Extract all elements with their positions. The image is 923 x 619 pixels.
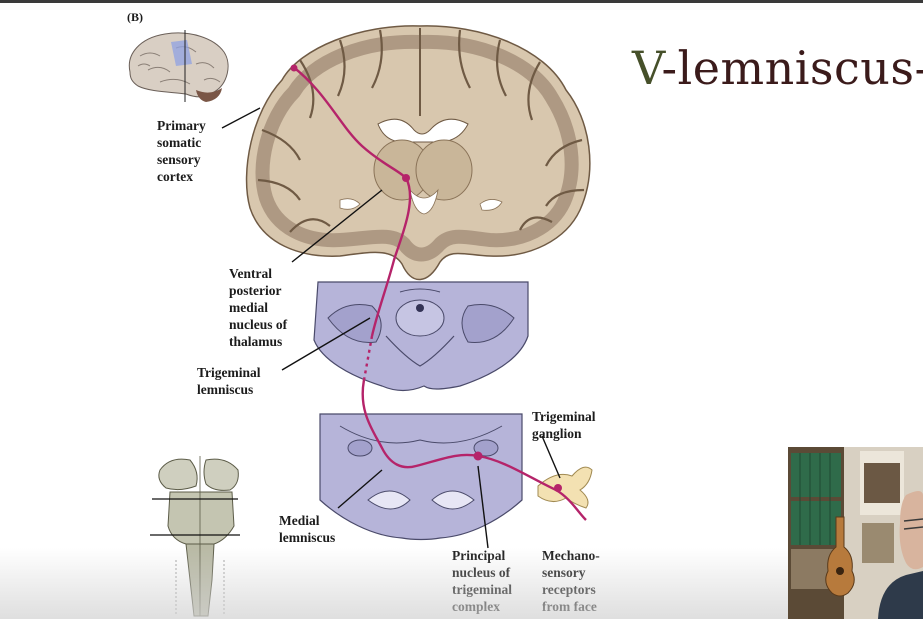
pathway-dashed-segment	[362, 335, 374, 381]
label-trigeminal-lemniscus: Trigeminal lemniscus	[197, 365, 264, 397]
label-trigeminal-ganglion: Trigeminal ganglion	[532, 409, 599, 441]
upper-brainstem-section	[313, 281, 529, 392]
slide-title-rest: -lemniscus-	[661, 41, 923, 95]
pathway-figure: (B)	[127, 10, 603, 617]
trigeminal-lemniscus-pathway	[361, 379, 587, 521]
top-border	[0, 0, 923, 3]
brainstem-thumbnail	[150, 456, 240, 617]
label-principal-nucleus: Principal nucleus of trigeminal complex	[452, 548, 515, 614]
label-primary-somatic-sensory-cortex: Primary somatic sensory cortex	[157, 118, 209, 184]
principal-nucleus-dot	[474, 452, 482, 460]
brain-thumbnail	[128, 30, 229, 102]
webcam-scene	[788, 447, 923, 619]
label-vpm-thalamus: Ventral posterior medial nucleus of thal…	[229, 266, 291, 349]
leader-lines	[221, 107, 561, 549]
trigeminal-ganglion	[537, 466, 593, 509]
label-medial-lemniscus: Medial lemniscus	[279, 513, 335, 545]
slide-canvas: V-lemniscus- (B)	[0, 3, 923, 619]
vpm-nucleus-dot	[402, 174, 410, 182]
presenter-webcam	[788, 447, 923, 619]
label-mechanosensory-receptors: Mechano- sensory receptors from face	[542, 548, 603, 614]
panel-label: (B)	[127, 10, 143, 24]
slide-title-v: V	[632, 41, 662, 95]
coronal-brain-section	[245, 25, 591, 281]
slide-title: V-lemniscus-	[632, 41, 923, 95]
pons-section	[319, 413, 523, 541]
cortex-terminal	[290, 64, 298, 72]
